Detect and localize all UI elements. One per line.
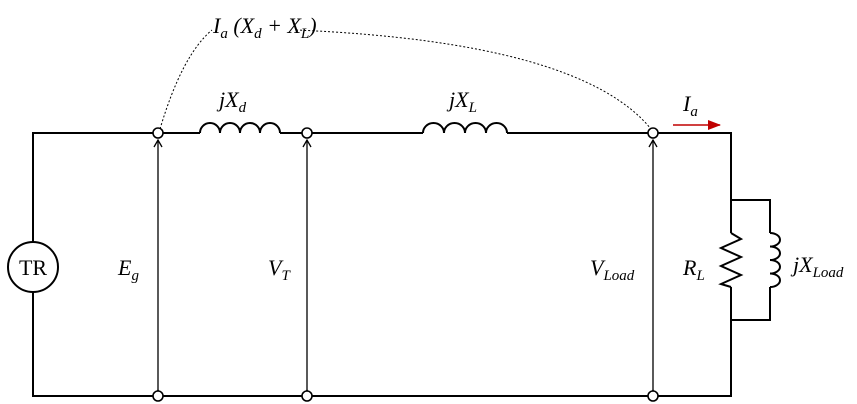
- arc-left: [159, 29, 213, 130]
- label-eg: Eg: [117, 255, 139, 284]
- label-jxload: jXLoad: [790, 252, 844, 281]
- node: [152, 390, 164, 402]
- node: [301, 390, 313, 402]
- inductor-xl: [422, 122, 508, 134]
- nodes: [152, 127, 659, 402]
- inductor-xd: [199, 122, 281, 134]
- source-label: TR: [19, 255, 47, 280]
- label-ia: Ia: [682, 91, 698, 120]
- node: [152, 127, 164, 139]
- label-vload: VLoad: [590, 255, 635, 284]
- node: [647, 390, 659, 402]
- source-circle: [7, 241, 59, 293]
- bottom-wire: [32, 292, 732, 397]
- load-branch-wires: [730, 199, 771, 321]
- voltage-arrows: [153, 138, 658, 398]
- node: [301, 127, 313, 139]
- inductor-xload: [769, 232, 781, 288]
- top-wire: [32, 132, 732, 242]
- resistor-rl: [718, 232, 744, 288]
- label-jxd: jXd: [216, 87, 247, 116]
- label-jxl: jXL: [446, 87, 477, 116]
- arc-right: [295, 29, 652, 130]
- node: [647, 127, 659, 139]
- label-vt: VT: [268, 255, 291, 284]
- arc-label: Ia (Xd + XL): [212, 13, 317, 42]
- label-rl: RL: [682, 255, 705, 284]
- wires: [32, 132, 771, 397]
